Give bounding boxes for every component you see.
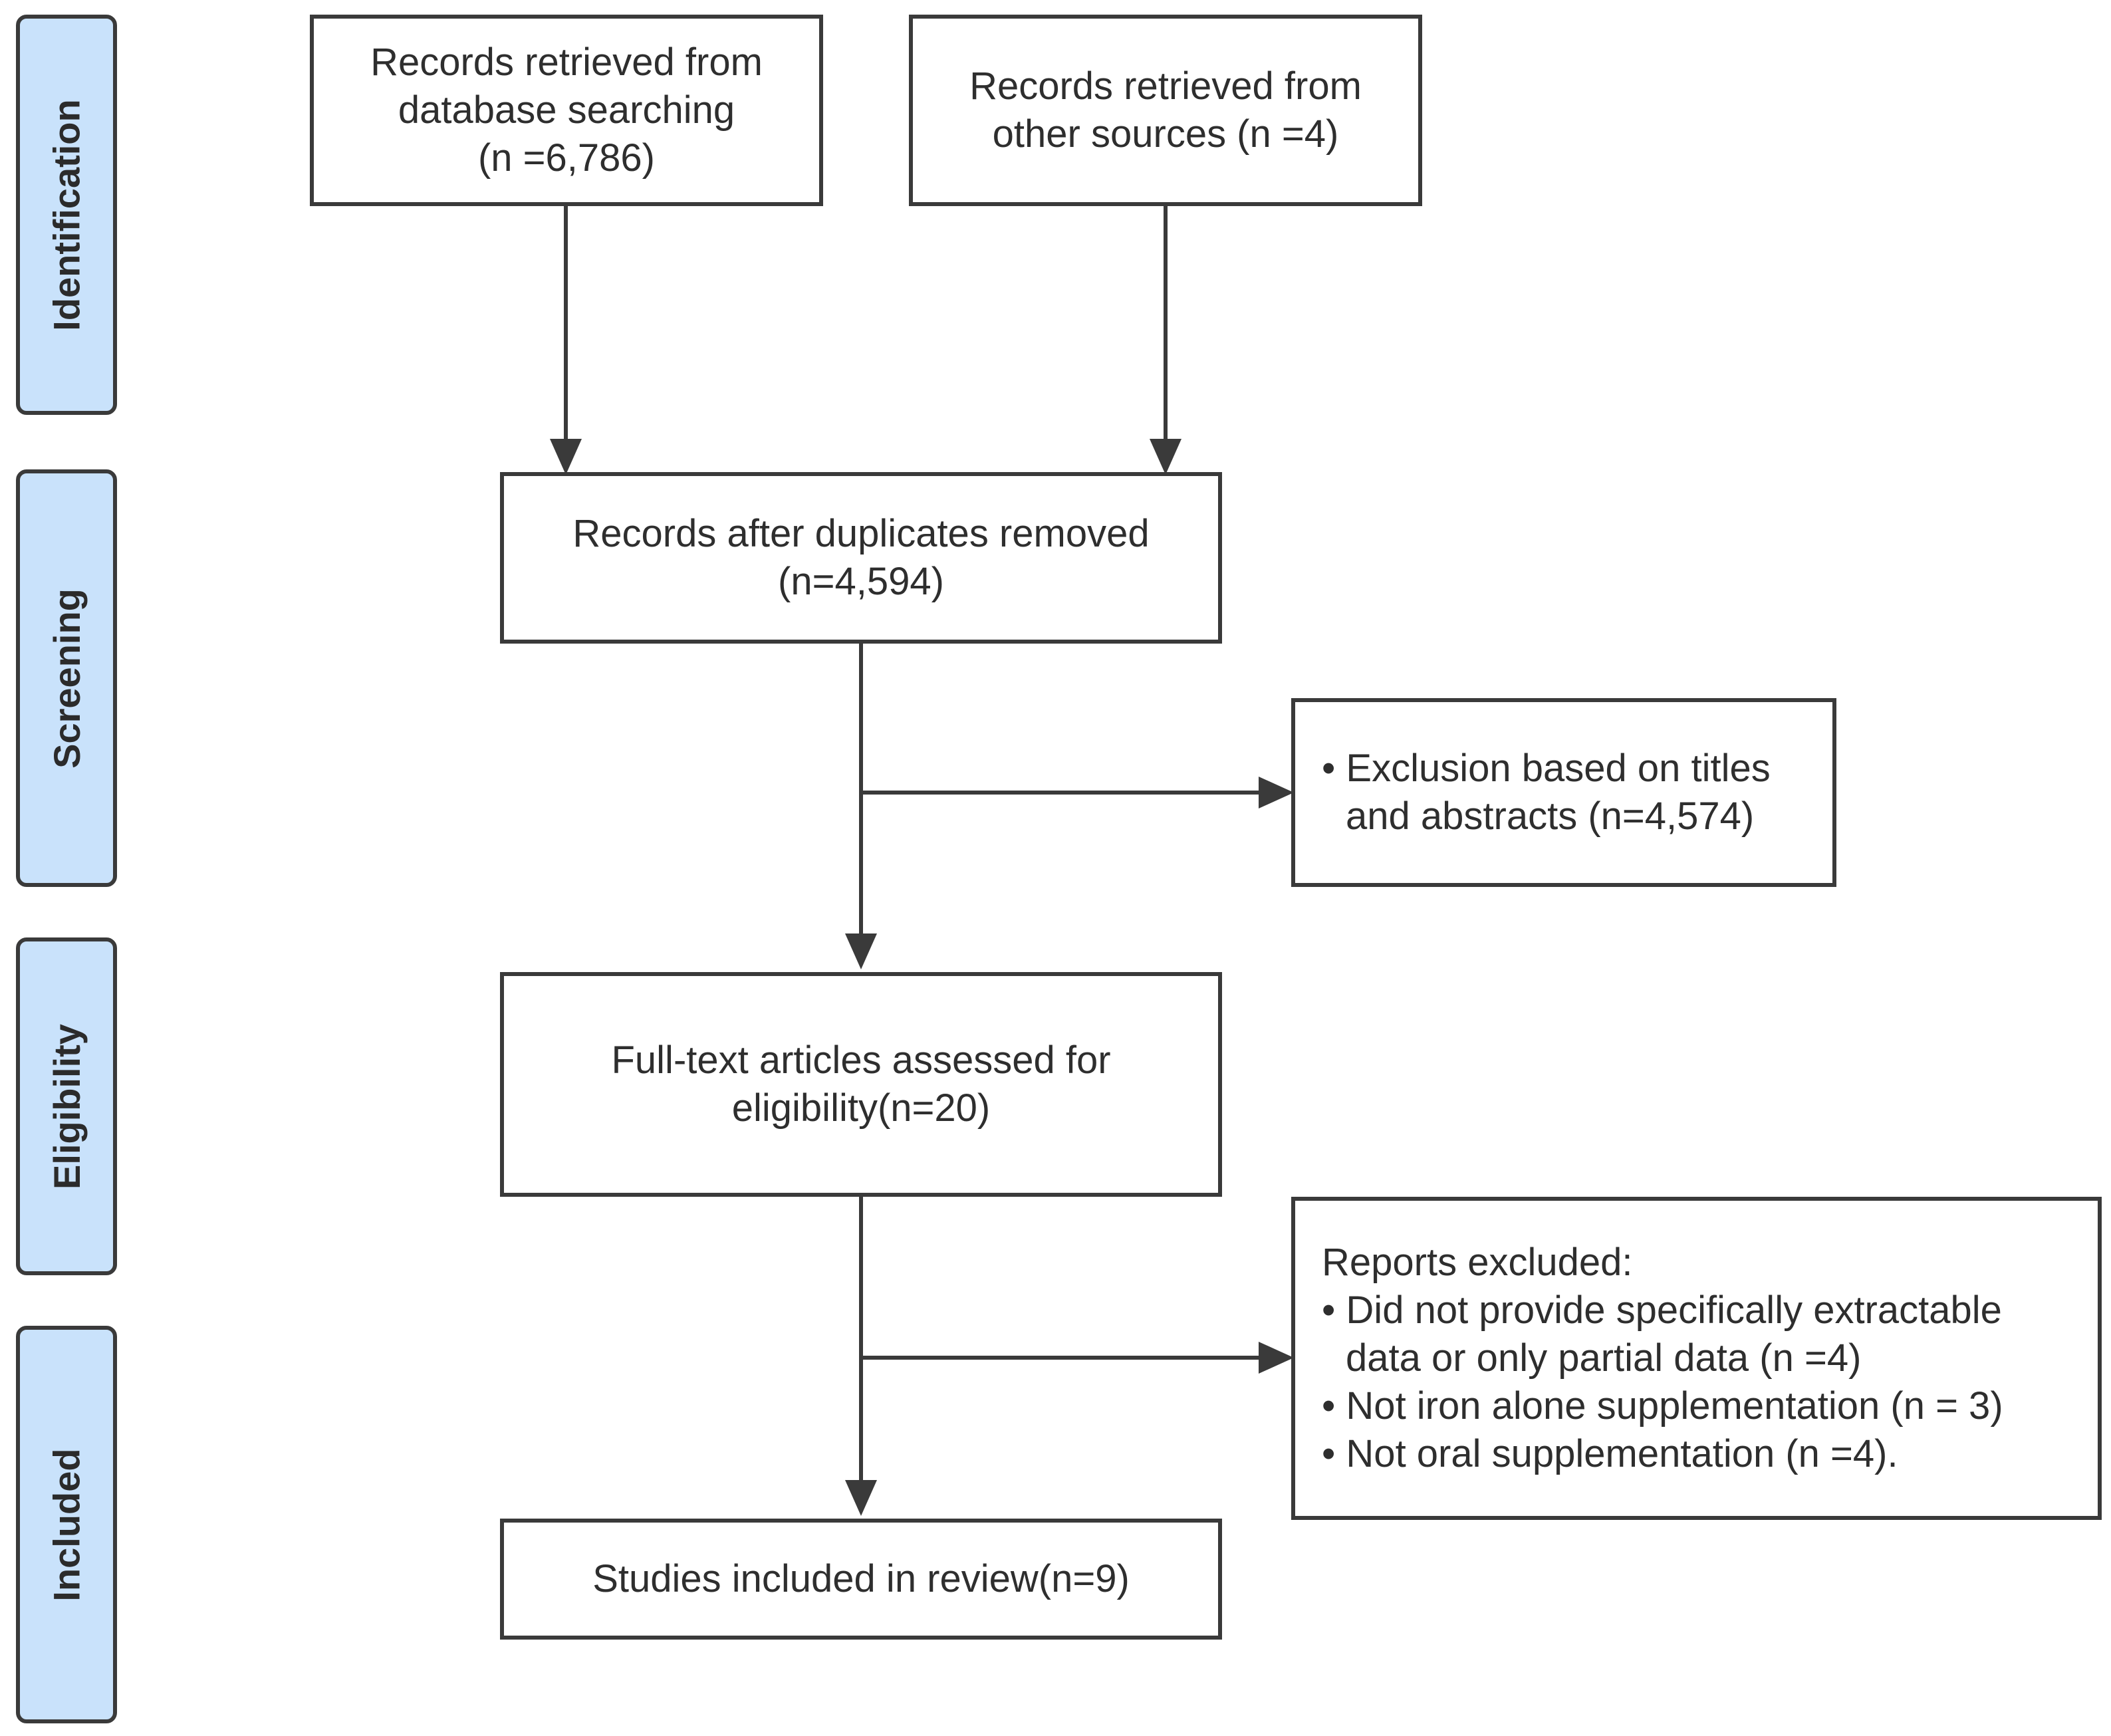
- box-reports-excluded: Reports excluded: • Did not provide spec…: [1291, 1197, 2102, 1520]
- stage-screening: Screening: [16, 469, 117, 887]
- box-database-records: Records retrieved from database searchin…: [310, 15, 823, 206]
- arrowhead-exclusion-titles: [1259, 777, 1294, 808]
- arrowhead-fulltext: [845, 933, 877, 969]
- box-exclusion-titles: • Exclusion based on titles and abstract…: [1291, 698, 1836, 887]
- arrowhead-other: [1150, 439, 1181, 475]
- stage-eligibility: Eligibility: [16, 937, 117, 1275]
- box-other-sources: Records retrieved from other sources (n …: [909, 15, 1422, 206]
- box-full-text: Full-text articles assessed for eligibil…: [500, 972, 1222, 1197]
- box-studies-included: Studies included in review(n=9): [500, 1519, 1222, 1640]
- arrowhead-included: [845, 1480, 877, 1516]
- box-after-duplicates: Records after duplicates removed (n=4,59…: [500, 472, 1222, 644]
- arrowhead-database: [550, 439, 582, 475]
- stage-identification: Identification: [16, 15, 117, 415]
- stage-included: Included: [16, 1326, 117, 1723]
- arrowhead-reports-excluded: [1259, 1342, 1294, 1374]
